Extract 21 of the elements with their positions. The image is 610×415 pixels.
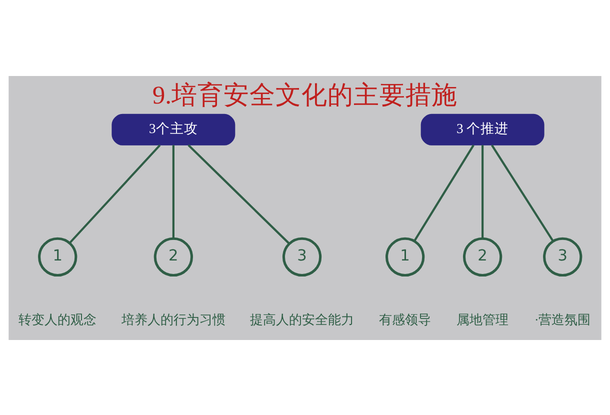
node-label: 属地管理 <box>456 312 509 327</box>
diagram-title: 9.培育安全文化的主要措施 <box>152 80 458 109</box>
node-label: 培养人的行为习惯 <box>121 312 226 327</box>
node-circle: 2 <box>462 236 502 276</box>
node-label: 转变人的观念 <box>18 312 97 327</box>
node-circle: 1 <box>38 236 78 276</box>
node-circle: 3 <box>543 236 582 276</box>
node-label: 提高人的安全能力 <box>250 312 354 327</box>
node-label: 有感领导 <box>379 312 432 327</box>
node-label: ·营造氛围 <box>534 312 591 327</box>
node-box: 3个主攻 <box>112 113 236 145</box>
connector <box>414 144 474 241</box>
node-box: 3 个推进 <box>420 113 544 145</box>
connector <box>188 144 290 244</box>
node-circle: 3 <box>282 236 322 276</box>
node-circle: 1 <box>385 236 425 276</box>
connector <box>172 144 174 238</box>
connector <box>491 144 554 242</box>
connector <box>68 144 161 244</box>
node-circle: 2 <box>154 236 194 276</box>
connector <box>482 144 484 238</box>
